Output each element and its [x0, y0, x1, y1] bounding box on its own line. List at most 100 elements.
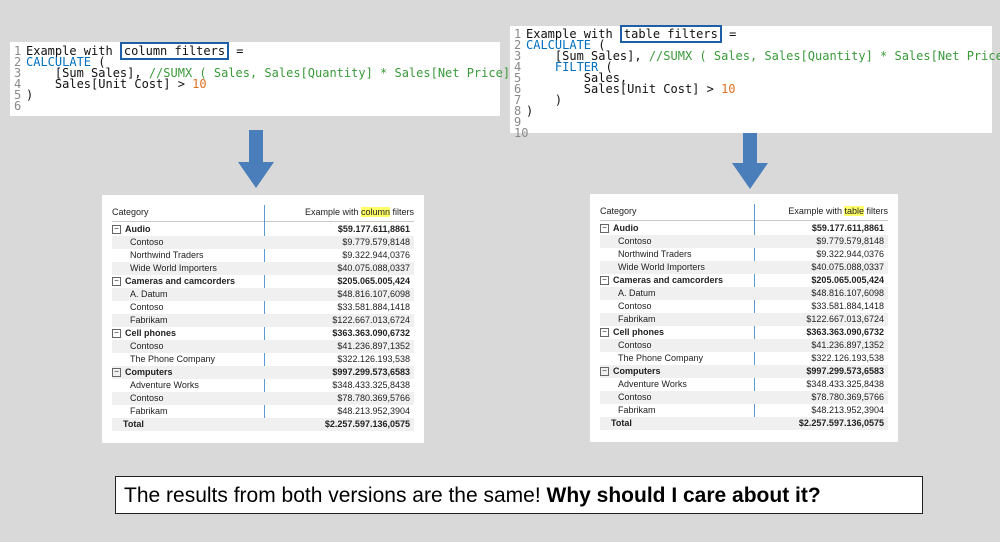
table-row[interactable]: Northwind Traders$9.322.944,0376 [112, 249, 414, 262]
row-value: $122.667.013,6724 [332, 315, 410, 325]
line-number: 6 [14, 99, 22, 113]
table-row[interactable]: Contoso $78.780.369,5766 [112, 392, 414, 405]
table-row[interactable]: Northwind Traders$9.322.944,0376 [600, 248, 888, 261]
row-label: −Computers [600, 365, 661, 378]
table-row[interactable]: Adventure Works$348.433.325,8438 [112, 379, 414, 392]
row-value: $205.065.005,424 [337, 276, 410, 286]
column-header-category[interactable]: Category [600, 206, 637, 216]
table-row[interactable]: The Phone Company$322.126.193,538 [112, 353, 414, 366]
table-row[interactable]: The Phone Company$322.126.193,538 [600, 352, 888, 365]
code-token: = [721, 27, 737, 41]
table-row[interactable]: Fabrikam$48.213.952,3904 [112, 405, 414, 418]
row-label: Fabrikam [618, 314, 656, 324]
row-value: $348.433.325,8438 [806, 379, 884, 389]
row-value: $9.322.944,0376 [816, 249, 884, 259]
table-row[interactable]: Contoso$78.780.369,5766 [600, 391, 888, 404]
header-text: Example with [304, 207, 361, 217]
group-row[interactable]: −Cell phones$363.363.090,6732 [600, 326, 888, 339]
line-number: 5 [514, 71, 522, 85]
table-row[interactable]: Contoso$33.581.884,1418 [600, 300, 888, 313]
collapse-icon[interactable]: − [112, 368, 121, 378]
table-row[interactable]: A. Datum$48.816.107,6098 [600, 287, 888, 300]
header-text: Example with [788, 206, 845, 216]
row-label: Adventure Works [618, 379, 687, 389]
code-line[interactable]: 6 [10, 99, 500, 113]
collapse-icon[interactable]: − [600, 328, 609, 338]
code-token: FILTER [554, 60, 599, 74]
collapse-icon[interactable]: − [112, 277, 121, 287]
row-label: Contoso [618, 392, 652, 402]
group-row[interactable]: −Cell phones$363.363.090,6732 [112, 327, 414, 340]
total-row[interactable]: Total$2.257.597.136,0575 [600, 417, 888, 430]
code-token: ) [526, 104, 534, 118]
row-label: −Computers [112, 366, 173, 379]
code-line[interactable]: 3 [Sum Sales], //SUMX ( Sales, Sales[Qua… [10, 67, 525, 79]
table-row[interactable]: Fabrikam$122.667.013,6724 [600, 313, 888, 326]
left-matrix-table: Category Example with column filters −Au… [102, 195, 424, 443]
table-row[interactable]: Contoso$9.779.579,8148 [600, 235, 888, 248]
code-line[interactable]: 4 Sales[Unit Cost] > 10 [10, 77, 500, 91]
code-line[interactable]: 8) [510, 104, 992, 118]
code-line[interactable]: 9 [510, 116, 992, 128]
group-row[interactable]: −Audio$59.177.611,8861 [600, 222, 888, 235]
line-number: 1 [514, 27, 522, 41]
row-value: $40.075.088,0337 [811, 262, 884, 272]
group-row[interactable]: −Audio$59.177.611,8861 [112, 223, 414, 236]
line-number: 3 [514, 49, 522, 63]
group-row[interactable]: −Computers$997.299.573,6583 [112, 366, 414, 379]
table-row[interactable]: Contoso$33.581.884,1418 [112, 301, 414, 314]
collapse-icon[interactable]: − [600, 367, 609, 377]
code-token: 10 [721, 82, 736, 96]
row-label: The Phone Company [618, 353, 704, 363]
table-row[interactable]: Wide World Importers$40.075.088,0337 [112, 262, 414, 275]
table-row[interactable]: Fabrikam$48.213.952,3904 [600, 404, 888, 417]
row-value: $41.236.897,1352 [811, 340, 884, 350]
highlighted-token: column filters [119, 42, 230, 60]
group-row[interactable]: −Cameras and camcorders$205.065.005,424 [600, 274, 888, 287]
line-number: 1 [14, 44, 22, 58]
code-token: Example with [526, 27, 620, 41]
row-label: −Cameras and camcorders [600, 274, 723, 287]
collapse-icon[interactable]: − [600, 224, 609, 234]
collapse-icon[interactable]: − [600, 276, 609, 286]
code-line[interactable]: 3 [Sum Sales], //SUMX ( Sales, Sales[Qua… [510, 49, 1000, 63]
row-label: Contoso [130, 393, 164, 403]
code-token: 10 [192, 77, 207, 91]
code-line[interactable]: 5 Sales, [510, 71, 992, 85]
code-token: CALCULATE [526, 38, 592, 52]
table-row[interactable]: Wide World Importers$40.075.088,0337 [600, 261, 888, 274]
right-matrix-table: Category Example with table filters −Aud… [590, 194, 898, 442]
table-row[interactable]: Fabrikam$122.667.013,6724 [112, 314, 414, 327]
column-header-category[interactable]: Category [112, 207, 149, 217]
group-row[interactable]: −Computers$997.299.573,6583 [600, 365, 888, 378]
code-line[interactable]: 5) [10, 89, 500, 101]
line-number: 4 [14, 77, 22, 91]
table-row[interactable]: Contoso$9.779.579,8148 [112, 236, 414, 249]
total-row[interactable]: Total$2.257.597.136,0575 [112, 418, 414, 431]
collapse-icon[interactable]: − [112, 225, 121, 235]
column-header-measure[interactable]: Example with column filters [305, 207, 414, 217]
code-line[interactable]: 4 FILTER ( [510, 60, 992, 74]
table-row[interactable]: Contoso$41.236.897,1352 [112, 340, 414, 353]
table-row[interactable]: A. Datum$48.816.107,6098 [112, 288, 414, 301]
table-row[interactable]: Contoso$41.236.897,1352 [600, 339, 888, 352]
row-value: $78.780.369,5766 [337, 393, 410, 403]
row-label: Total [123, 419, 144, 429]
code-line[interactable]: 10 [510, 127, 992, 139]
group-row[interactable]: −Cameras and camcorders $205.065.005,424 [112, 275, 414, 288]
code-line[interactable]: 7 ) [510, 94, 992, 106]
collapse-icon[interactable]: − [112, 329, 121, 339]
row-label: Contoso [130, 341, 164, 351]
column-header-measure[interactable]: Example with table filters [788, 206, 888, 216]
code-line[interactable]: 6 Sales[Unit Cost] > 10 [510, 82, 992, 96]
table-row[interactable]: Adventure Works $348.433.325,8438 [600, 378, 888, 391]
row-value: $9.779.579,8148 [816, 236, 884, 246]
row-label: −Cameras and camcorders [112, 275, 235, 288]
